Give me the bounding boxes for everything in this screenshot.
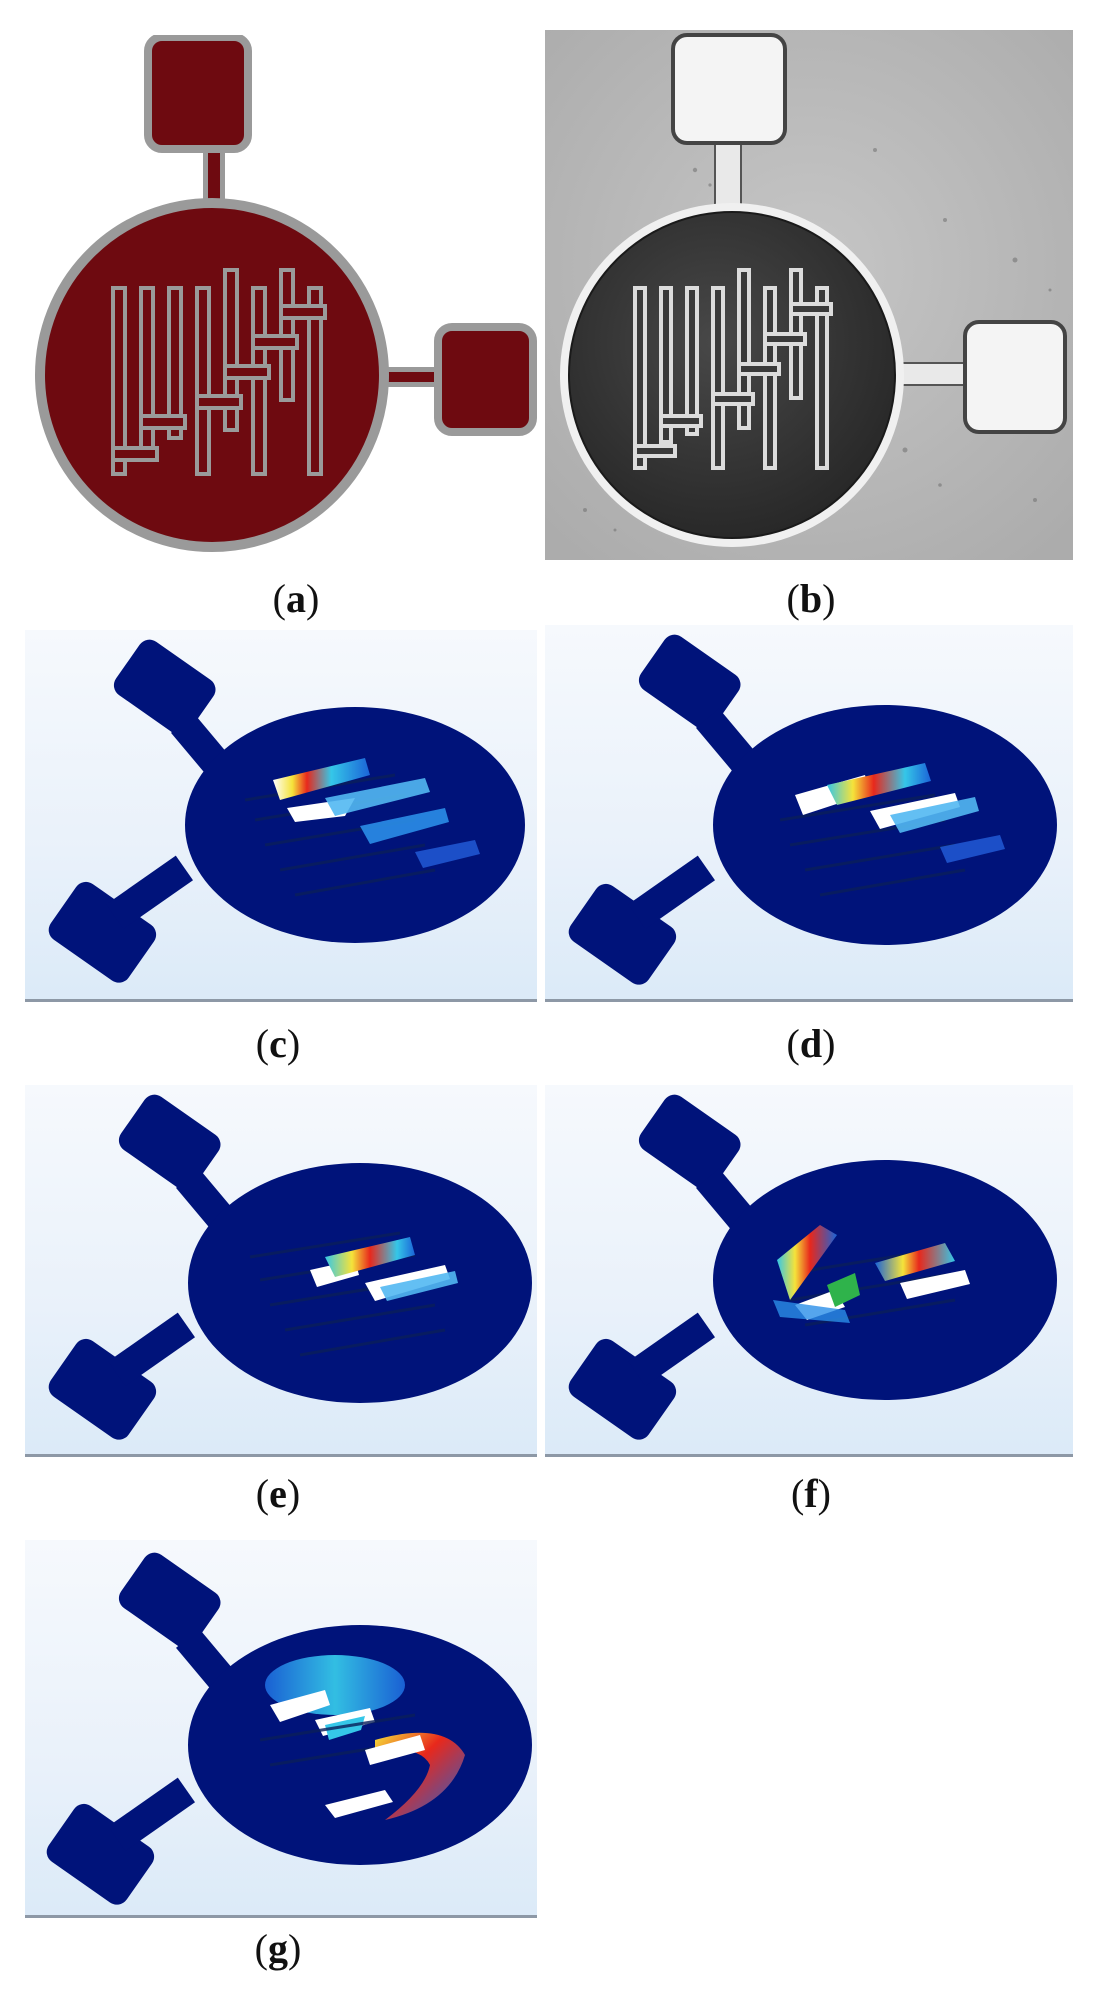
panel-f-simulation — [545, 1085, 1073, 1457]
caption-e: (e) — [255, 1471, 301, 1516]
right-contact-pad — [963, 320, 1067, 434]
caption-a: (a) — [272, 576, 320, 621]
simulation-mode-d — [568, 634, 1057, 985]
panel-e-simulation — [25, 1085, 537, 1457]
simulation-mode-e — [48, 1094, 532, 1440]
circular-membrane — [35, 198, 389, 552]
meander-beams — [111, 268, 327, 476]
panel-d-simulation — [545, 625, 1073, 1002]
caption-f: (f) — [791, 1471, 831, 1516]
meander-beams — [633, 268, 833, 470]
simulation-mode-g — [46, 1552, 532, 1905]
caption-d: (d) — [786, 1021, 836, 1066]
caption-b: (b) — [786, 576, 836, 621]
top-contact-pad — [671, 33, 787, 145]
simulation-mode-f — [568, 1094, 1057, 1440]
device-schematic-drawing — [35, 35, 537, 552]
panel-g-simulation — [25, 1540, 537, 1918]
circular-membrane — [568, 211, 896, 539]
top-contact-pad — [144, 35, 252, 153]
right-connector — [360, 372, 442, 382]
panel-c-simulation — [25, 630, 537, 1002]
panel-a-device-schematic — [30, 35, 540, 555]
caption-c: (c) — [255, 1021, 301, 1066]
right-contact-pad — [434, 323, 537, 436]
panel-b-micrograph — [545, 30, 1073, 560]
micrograph-image — [545, 30, 1073, 560]
caption-g: (g) — [254, 1926, 302, 1971]
simulation-mode-c — [48, 639, 525, 983]
